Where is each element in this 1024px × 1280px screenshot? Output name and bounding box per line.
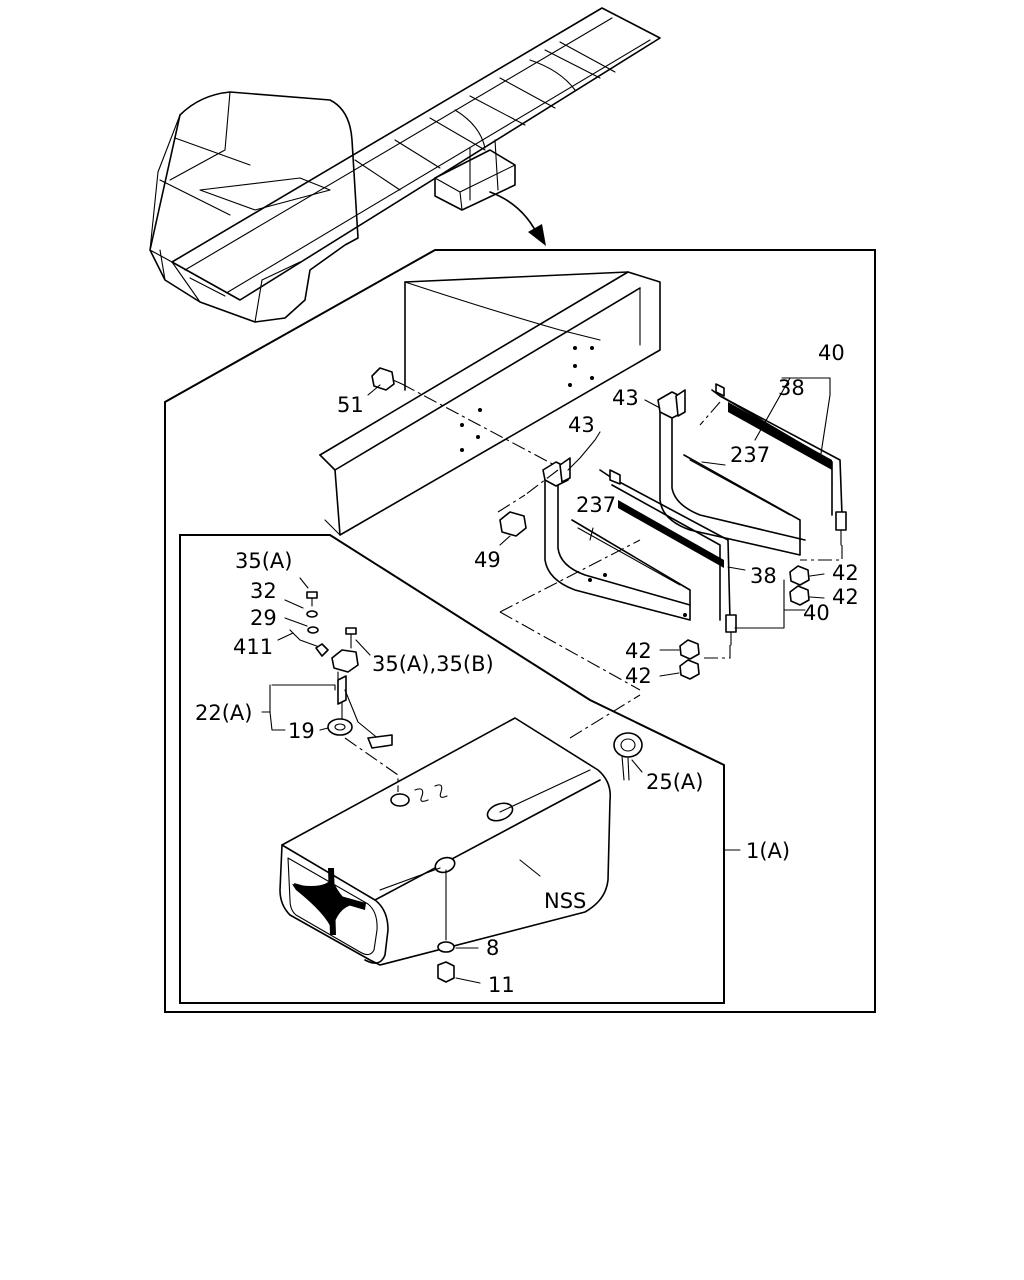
callout-22a: 22(A) xyxy=(195,701,252,725)
callout-nss: NSS xyxy=(544,889,586,913)
plug-11 xyxy=(437,961,455,983)
callout-42-c: 42 xyxy=(625,639,652,663)
fuel-gauge-unit-22a xyxy=(327,649,399,792)
callout-237-left: 237 xyxy=(576,493,616,517)
callout-40-mid: 40 xyxy=(803,601,830,625)
detail-frame xyxy=(164,249,876,1013)
callout-19: 19 xyxy=(288,719,315,743)
callout-35a-35b: 35(A),35(B) xyxy=(372,652,494,676)
washer-8 xyxy=(437,941,455,953)
callout-43-right: 43 xyxy=(612,386,639,410)
callout-43-left: 43 xyxy=(568,413,595,437)
callout-38-top: 38 xyxy=(778,376,805,400)
callout-237-right: 237 xyxy=(730,443,770,467)
callout-labels: 40 38 43 51 43 237 237 49 38 42 42 40 42… xyxy=(195,341,859,997)
callout-32: 32 xyxy=(250,579,277,603)
leader-lines xyxy=(261,377,831,984)
callout-11: 11 xyxy=(488,973,515,997)
callout-42-d: 42 xyxy=(625,664,652,688)
callout-42-b: 42 xyxy=(832,585,859,609)
tank-assembly-frame xyxy=(179,534,725,1004)
nut-42-a xyxy=(789,565,810,586)
callout-38-mid: 38 xyxy=(750,564,777,588)
nut-42-c xyxy=(679,639,700,660)
callout-411: 411 xyxy=(233,635,273,659)
callout-25a: 25(A) xyxy=(646,770,703,794)
callout-49: 49 xyxy=(474,548,501,572)
nut-49 xyxy=(499,511,527,537)
nut-42-d xyxy=(679,659,700,680)
fuel-tank-body xyxy=(279,717,612,966)
truck-chassis-overview xyxy=(149,7,661,323)
callout-51: 51 xyxy=(337,393,364,417)
callout-29: 29 xyxy=(250,606,277,630)
callout-8: 8 xyxy=(486,936,499,960)
frame-side-rail xyxy=(319,271,661,536)
bracket-assembly-right xyxy=(657,383,847,561)
bracket-assembly-left xyxy=(497,457,737,739)
callout-1a: 1(A) xyxy=(746,839,790,863)
eyelet-cap-25a xyxy=(613,732,643,781)
callout-35a: 35(A) xyxy=(235,549,292,573)
callout-40-top: 40 xyxy=(818,341,845,365)
bolt-51 xyxy=(371,367,561,469)
nut-42-b xyxy=(789,585,810,606)
callout-42-a: 42 xyxy=(832,561,859,585)
